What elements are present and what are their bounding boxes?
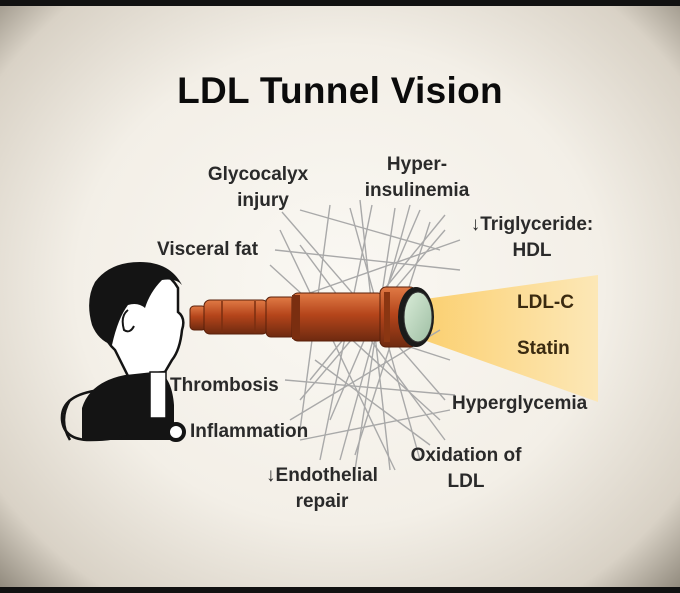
- light-beam: [418, 275, 598, 402]
- beam-label-ldl-c: LDL-C: [517, 292, 574, 313]
- label-thrombosis: Thrombosis: [170, 375, 279, 396]
- page-title: LDL Tunnel Vision: [177, 70, 503, 111]
- frame-border-bottom: [0, 587, 680, 593]
- person-hair: [89, 262, 182, 345]
- stethoscope-icon: [60, 388, 186, 442]
- label-visceral-fat: Visceral fat: [157, 239, 259, 260]
- label-oxidation-of-ldl: Oxidation of LDL: [410, 445, 522, 492]
- label-hyperglycemia: Hyperglycemia: [452, 393, 588, 414]
- label-endothelial-repair: ↓Endothelial repair: [266, 465, 378, 512]
- label-glycocalyx-injury: Glycocalyx injury: [207, 164, 309, 211]
- person-ear: [121, 309, 135, 333]
- telescope: [189, 286, 434, 348]
- person-collar: [149, 371, 167, 419]
- label-inflammation: Inflammation: [190, 421, 309, 442]
- label-hyperinsulinemia: Hyper- insulinemia: [364, 154, 470, 201]
- observer-figure: [82, 262, 185, 440]
- beam-label-statin: Statin: [517, 338, 570, 359]
- frame-border-top: [0, 0, 680, 6]
- label-triglyceride-hdl: ↓Triglyceride: HDL: [470, 214, 594, 261]
